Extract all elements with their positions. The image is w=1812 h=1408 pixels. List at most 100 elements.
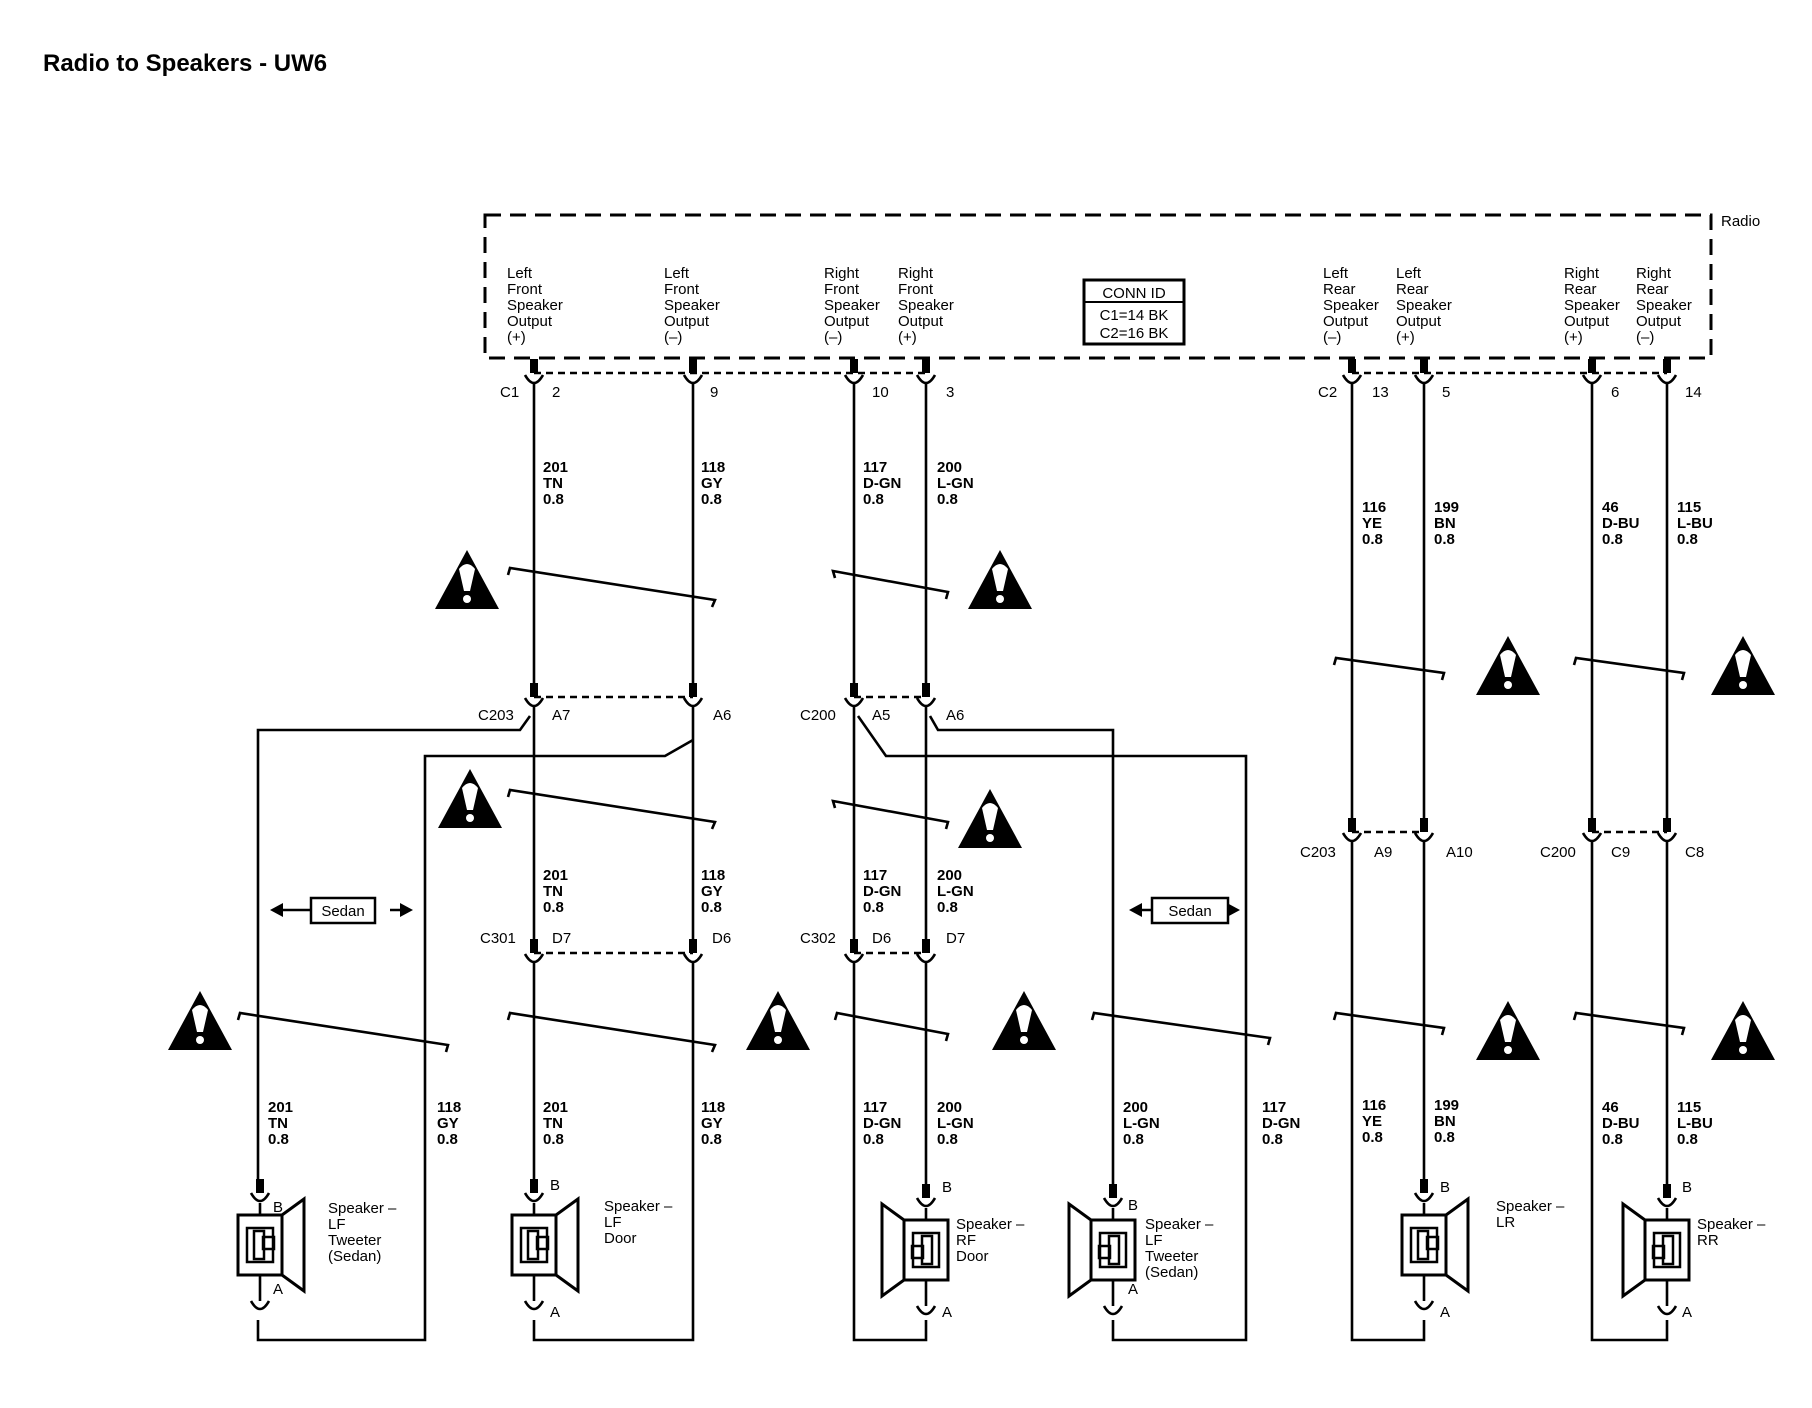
connector-c200-rear: C200 [1540,844,1576,861]
inline-pin-low-0 [530,939,538,953]
connector-c203-top: C203 [478,707,514,724]
page-title: Radio to Speakers - UW6 [43,50,327,77]
radio-output-2-line-3: Output [824,313,870,330]
wire-bottom-8-1: YE [1362,1113,1382,1130]
speaker-pin-b-label-2: B [942,1179,952,1196]
speaker-label-3-line-3: (Sedan) [1145,1264,1198,1281]
conn-id-line-1: C1=14 BK [1100,307,1169,324]
wire-mid-1-2: 0.8 [701,899,722,916]
c-terminal-low-0 [523,953,545,964]
radio-output-0-line-1: Front [507,281,543,298]
radio-output-1-line-0: Left [664,265,690,282]
pin-top-1: 9 [710,384,718,401]
wire-bottom-0-0: 201 [268,1099,293,1116]
inline-pin-rear-3 [1663,818,1671,832]
radio-output-3-line-2: Speaker [898,297,954,314]
radio-pin-6 [1588,359,1596,373]
radio-pin-0 [530,359,538,373]
warning-icon [1711,636,1775,695]
conn-id-box: CONN ID C1=14 BK C2=16 BK [1082,278,1186,346]
wire-top-3-1: L-GN [937,475,974,492]
wire-bottom-9-2: 0.8 [1434,1129,1455,1146]
wire-bottom-6-2: 0.8 [1123,1131,1144,1148]
wire-bottom-1-0: 118 [437,1099,461,1116]
radio-output-2-line-2: Speaker [824,297,880,314]
radio-pin-4 [1348,359,1356,373]
wire-top-0-2: 0.8 [543,491,564,508]
inline-pin-rear-1 [1420,818,1428,832]
radio-output-3-line-3: Output [898,313,944,330]
wires [236,371,1686,1342]
wire-mid-1-1: GY [701,883,723,900]
wire-top-3-2: 0.8 [937,491,958,508]
wire-mid-2-0: 117 [863,867,887,884]
speaker-label-1-line-2: Door [604,1230,637,1247]
radio-output-6-line-1: Rear [1564,281,1597,298]
wire-bottom-8-0: 116 [1362,1097,1386,1114]
speaker-label-0-line-2: Tweeter [328,1232,381,1249]
wire-bottom-0-1: TN [268,1115,288,1132]
wire-top-7-0: 115 [1677,499,1701,516]
speaker-pin-b-label-4: B [1440,1179,1450,1196]
wire-bottom-1-2: 0.8 [437,1131,458,1148]
speaker-pin-b-2 [922,1184,930,1198]
speaker-pin-b-label-0: B [273,1199,283,1216]
speaker-label-3-line-0: Speaker – [1145,1216,1214,1233]
wire-mid-2-2: 0.8 [863,899,884,916]
warning-icon [168,991,232,1050]
wire-bottom-9-1: BN [1434,1113,1456,1130]
c-terminal-top-7 [1656,374,1678,385]
speaker-pin-b-1 [530,1179,538,1193]
radio-output-5-line-3: Output [1396,313,1442,330]
radio-output-1-line-1: Front [664,281,700,298]
inline-pin-low-3 [922,939,930,953]
wire-top-7-1: L-BU [1677,515,1713,532]
wire-mid-0-1: TN [543,883,563,900]
wire-bottom-0-2: 0.8 [268,1131,289,1148]
wire-bottom-5-1: L-GN [937,1115,974,1132]
pin-mid-6: C9 [1611,844,1630,861]
speaker-pin-a-label-3: A [1128,1281,1138,1298]
speaker-label-0-line-1: LF [328,1216,346,1233]
sedan-option-left-label: Sedan [321,903,364,920]
wire-top-4-2: 0.8 [1362,531,1383,548]
warning-icon [958,789,1022,848]
wire-top-4-0: 116 [1362,499,1386,516]
wire-top-3-0: 200 [937,459,962,476]
wire-bottom-3-0: 118 [701,1099,725,1116]
radio-output-4-line-2: Speaker [1323,297,1379,314]
speaker-label-5-line-0: Speaker – [1697,1216,1766,1233]
radio-output-1-line-4: (–) [664,329,682,346]
speaker-terminal-a-5 [1656,1305,1678,1316]
wire-bottom-4-1: D-GN [863,1115,901,1132]
wire-top-1-2: 0.8 [701,491,722,508]
inline-pin-low-1 [689,939,697,953]
speaker-pin-a-label-2: A [942,1304,952,1321]
wire-bottom-2-1: TN [543,1115,563,1132]
speaker-label-0-line-0: Speaker – [328,1200,397,1217]
radio-output-0-line-2: Speaker [507,297,563,314]
radio-output-7-line-2: Speaker [1636,297,1692,314]
pin-mid-3: A6 [946,707,964,724]
connector-c302: C302 [800,930,836,947]
radio-pin-1 [689,359,697,373]
radio-output-3-line-1: Front [898,281,934,298]
warning-icon [1711,1001,1775,1060]
speaker-terminal-b-5 [1656,1197,1678,1208]
radio-component: Radio LeftFrontSpeakerOutput(+)LeftFront… [483,213,1760,360]
wire-bottom-9-0: 199 [1434,1097,1459,1114]
wire-top-6-0: 46 [1602,499,1619,516]
wire-bottom-1-1: GY [437,1115,459,1132]
speaker-label-1-line-0: Speaker – [604,1198,673,1215]
sedan-option-left: Sedan [309,896,377,925]
wire-bottom-3-1: GY [701,1115,723,1132]
speaker-pin-b-5 [1663,1184,1671,1198]
inline-pin-rear-2 [1588,818,1596,832]
connector-terminals [249,359,1678,1316]
wire-top-2-0: 117 [863,459,887,476]
speaker-terminal-a-2 [915,1305,937,1316]
wire-bottom-10-1: D-BU [1602,1115,1640,1132]
radio-output-6-line-2: Speaker [1564,297,1620,314]
